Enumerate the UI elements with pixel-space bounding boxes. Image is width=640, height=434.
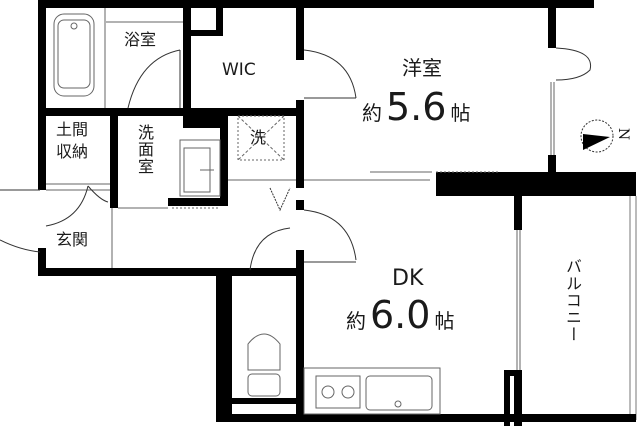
dk-area-value: 6.0 — [370, 293, 431, 337]
western-room-area-unit: 帖 — [450, 101, 471, 125]
balcony-outline — [629, 196, 637, 420]
balcony-label: バルコニー — [563, 258, 582, 343]
dk-area: 約 6.0 帖 — [346, 296, 454, 334]
western-room-area-value: 5.6 — [386, 85, 447, 129]
compass-north-label: N — [615, 127, 632, 141]
laundry-label: 洗 — [250, 128, 267, 147]
wic-label: WIC — [222, 60, 256, 80]
compass-needle-icon — [583, 134, 610, 150]
western-room-area: 約 5.6 帖 — [362, 88, 470, 126]
dk-title: DK — [392, 266, 424, 291]
western-room-area-prefix: 約 — [362, 101, 382, 125]
doma-storage-label-line2: 収納 — [56, 142, 89, 161]
door-swings — [0, 47, 592, 271]
washroom-label: 洗面室 — [135, 124, 154, 175]
bath-label: 浴室 — [124, 30, 157, 49]
dk-area-prefix: 約 — [346, 309, 366, 333]
thin-lines — [46, 8, 614, 415]
entrance-label: 玄関 — [56, 230, 89, 249]
doma-storage-label-line1: 土間 — [56, 120, 89, 139]
dk-area-unit: 帖 — [434, 309, 455, 333]
walls — [38, 0, 636, 426]
western-room-title: 洋室 — [402, 56, 442, 80]
